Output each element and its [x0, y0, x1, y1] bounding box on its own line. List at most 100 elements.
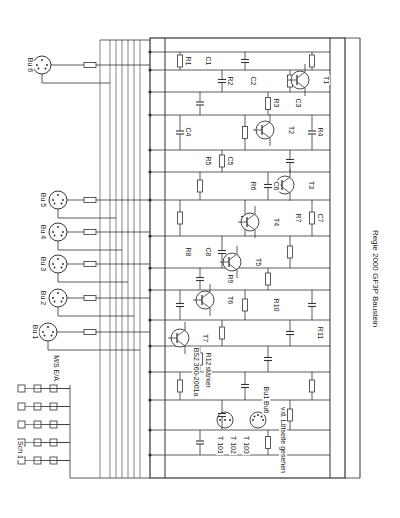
socket-lead: [58, 218, 116, 219]
terminal-dot: [148, 344, 151, 347]
socket-lead: [58, 282, 128, 283]
wire: [345, 478, 360, 479]
capacitor-plate: [241, 387, 249, 388]
socket-pin: [61, 203, 63, 205]
capacitor-gap: [176, 131, 184, 135]
terminal-dot: [148, 398, 151, 401]
signal-wire: [150, 200, 330, 201]
capacitor-plate: [176, 306, 184, 307]
transistor-emitter-lead: [270, 138, 271, 146]
transistor-collector-lead: [270, 114, 271, 122]
capacitor-plate: [264, 360, 272, 361]
resistor-symbol: [84, 330, 96, 335]
socket-lead: [48, 350, 140, 351]
terminal-dot: [148, 113, 151, 116]
resistor-symbol: [84, 230, 96, 235]
capacitor-gap: [196, 102, 204, 106]
resistor-symbol: [310, 380, 315, 392]
transistor-base-lead: [253, 130, 262, 131]
terminal-dot: [148, 370, 151, 373]
socket-pin: [38, 68, 40, 70]
pinout-pin: [262, 419, 264, 421]
transistor-base-lead: [238, 222, 247, 223]
resistor-symbol: [266, 437, 271, 449]
pinout-pin: [257, 414, 259, 416]
capacitor-gap: [218, 79, 226, 83]
capacitor-gap: [241, 59, 249, 63]
part-label: R1: [184, 56, 192, 67]
capacitor-plate: [218, 253, 226, 254]
bus-wire: [110, 40, 111, 478]
part-label: T2: [287, 125, 295, 135]
switch-contact: [18, 421, 25, 428]
capacitor-plate: [264, 187, 272, 188]
socket-pin: [41, 59, 43, 61]
resistor-symbol: [84, 262, 96, 267]
terminal-dot: [148, 288, 151, 291]
switch-wire: [57, 442, 70, 443]
transistor-emitter: [177, 340, 185, 346]
resistor-symbol: [84, 296, 96, 301]
socket-lead: [58, 316, 134, 317]
signal-wire: [150, 455, 330, 456]
switch-contact: [50, 457, 57, 464]
capacitor-plate: [176, 133, 184, 134]
pinout-pin: [253, 415, 255, 417]
transistor-emitter: [297, 82, 305, 88]
switch-wire: [57, 424, 70, 425]
part-label: R5: [204, 156, 212, 167]
socket-pin: [42, 331, 44, 333]
resistor-symbol: [310, 212, 315, 224]
capacitor-plate: [218, 82, 226, 83]
capacitor-plate: [196, 443, 204, 444]
part-label: T 102: [229, 435, 237, 455]
part-label: T4: [272, 217, 280, 227]
switch-wire: [41, 388, 70, 389]
part-label: T6: [226, 295, 234, 305]
part-label: R7: [294, 213, 302, 224]
part-label: C8: [204, 247, 212, 258]
transistor-collector-lead: [210, 284, 211, 292]
socket-lead: [58, 307, 59, 316]
wire: [345, 38, 360, 39]
socket-lead: [58, 250, 122, 251]
capacitor-plate: [308, 303, 316, 304]
part-label: C6: [272, 181, 280, 192]
part-label: R6: [249, 181, 257, 192]
bus-wire: [122, 40, 123, 478]
socket-pin: [52, 263, 54, 265]
socket-pin: [47, 326, 49, 328]
transistor-collector-lead: [185, 322, 186, 330]
transistor-collector: [202, 292, 210, 298]
signal-wire: [150, 236, 330, 237]
signal-wire: [150, 290, 330, 291]
capacitor-plate: [264, 184, 272, 185]
capacitor-plate: [286, 162, 294, 163]
capacitor-plate: [241, 384, 249, 385]
capacitor-plate: [241, 59, 249, 60]
switch-contact: [34, 457, 41, 464]
terminal-dot: [148, 318, 151, 321]
resistor-symbol: [84, 198, 96, 203]
capacitor-plate: [308, 306, 316, 307]
socket-pin: [51, 335, 53, 337]
part-label: C2: [249, 76, 257, 87]
switch-wire: [25, 406, 70, 407]
wire: [100, 478, 150, 479]
socket-pin: [36, 64, 38, 66]
transistor-emitter: [282, 187, 290, 193]
transistor-collector: [297, 72, 305, 78]
part-label: Bu1 Bu6: [262, 386, 270, 415]
signal-wire: [150, 268, 330, 269]
supply-rail: [165, 38, 166, 478]
signal-wire: [150, 150, 330, 151]
resistor-symbol: [266, 273, 271, 285]
ground-rail: [330, 38, 331, 478]
part-label: C4: [184, 127, 192, 138]
capacitor-plate: [286, 334, 294, 335]
socket-lead: [58, 209, 59, 218]
part-label: BS2 360-2001a: [192, 347, 200, 398]
socket-pin: [54, 203, 56, 205]
